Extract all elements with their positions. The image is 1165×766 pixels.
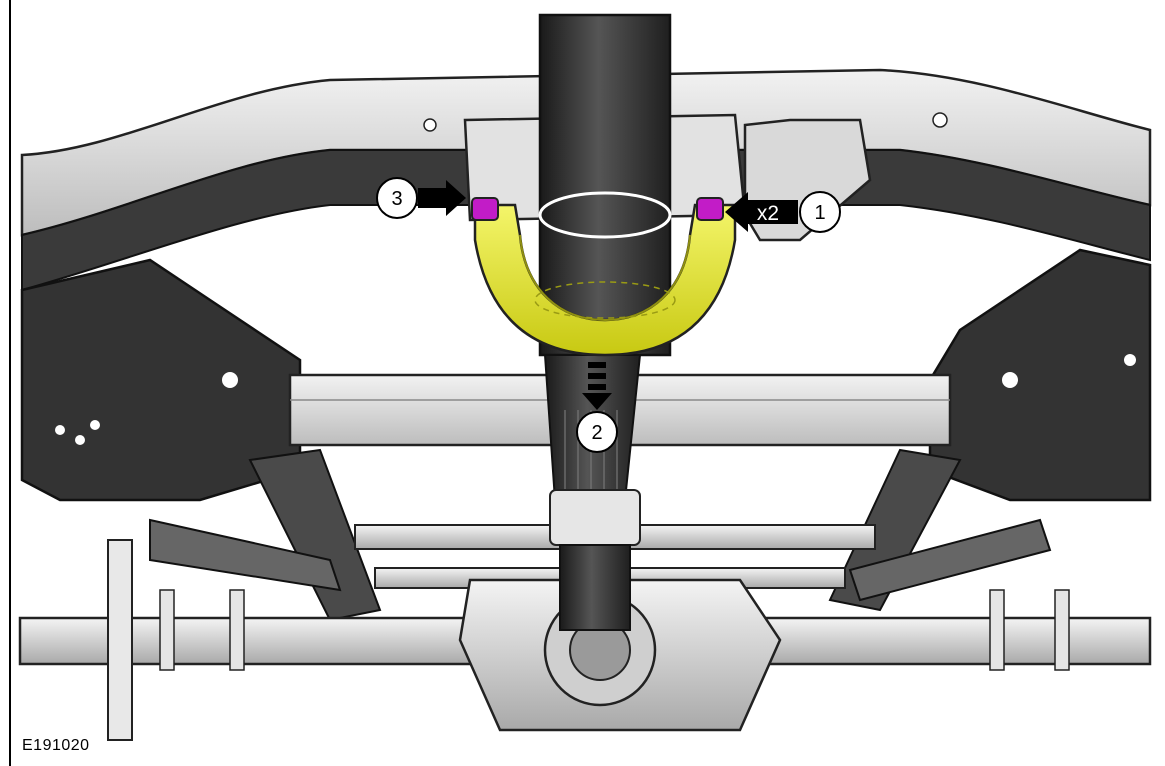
bearing-bolt-right xyxy=(696,197,724,221)
bearing-bolt-left xyxy=(471,197,499,221)
callout-1-marker: 1 xyxy=(799,191,841,233)
center-support-bearing xyxy=(473,203,737,357)
callout-2-marker: 2 xyxy=(576,411,618,453)
frame-rail xyxy=(20,68,1152,292)
callout-2-number: 2 xyxy=(591,422,602,444)
callout-3-number: 3 xyxy=(391,188,402,210)
quantity-label: x2 xyxy=(757,202,779,225)
left-border-rule xyxy=(9,0,11,766)
callout-2-arrow xyxy=(582,362,612,410)
callout-1-number: 1 xyxy=(814,202,825,224)
callout-3-arrow xyxy=(418,180,466,216)
leaf-spring-left xyxy=(149,448,382,622)
right-frame-side-plate xyxy=(928,248,1152,502)
callout-3-marker: 3 xyxy=(376,177,418,219)
callout-1-arrow: x2 xyxy=(725,192,798,232)
figure-id: E191020 xyxy=(22,737,90,754)
